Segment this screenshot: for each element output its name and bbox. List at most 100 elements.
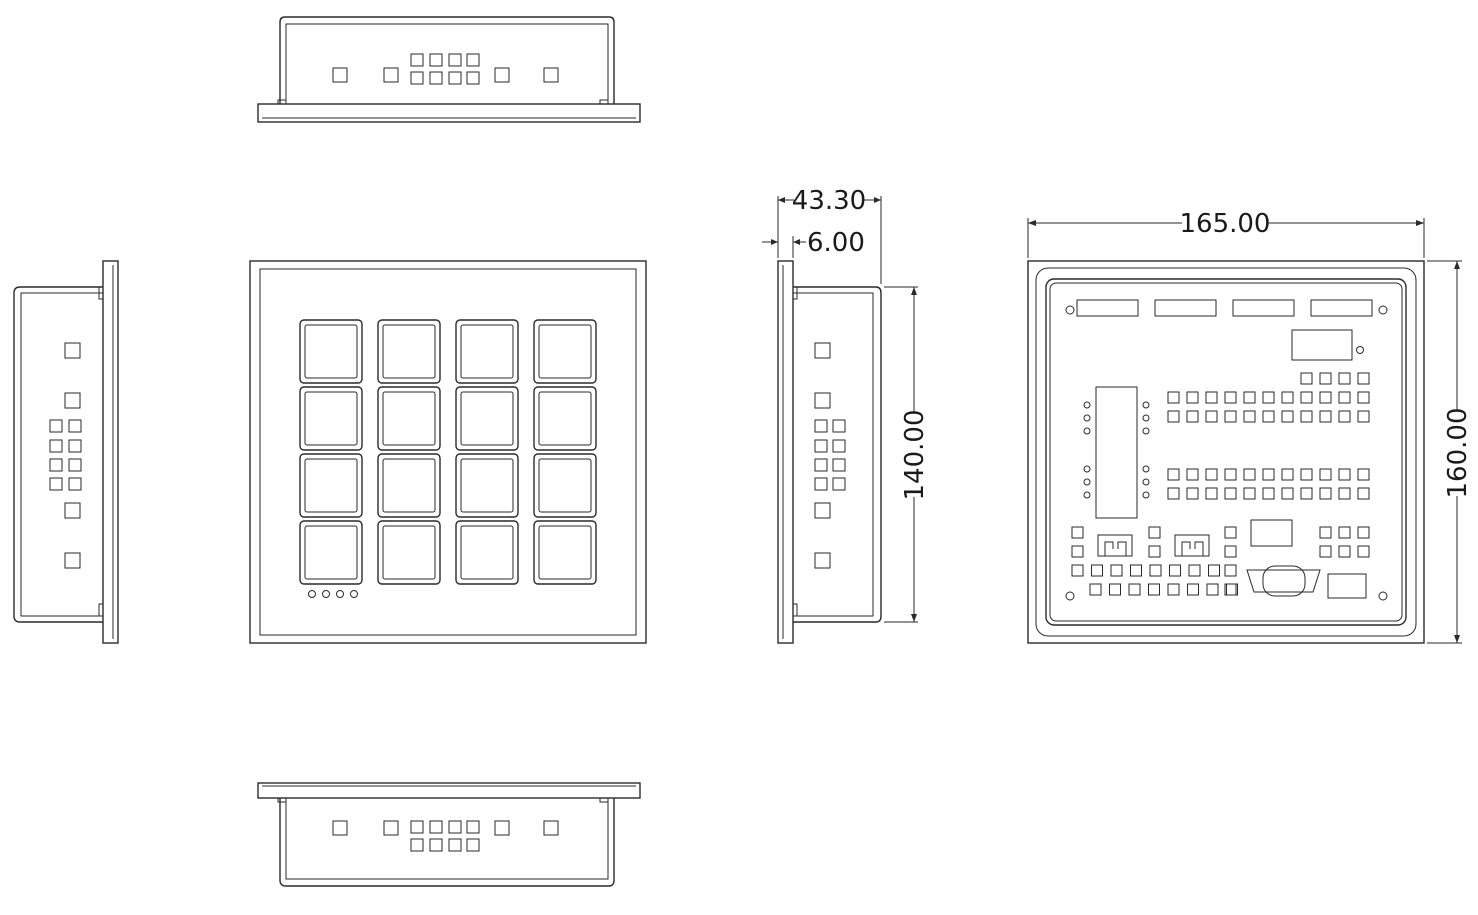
io-square: [1319, 391, 1332, 404]
port-square: [466, 838, 480, 852]
io-square: [1208, 564, 1220, 577]
chip-pin: [1083, 491, 1091, 499]
port-square: [64, 392, 81, 409]
io-square: [1089, 583, 1102, 596]
key-inner: [304, 458, 358, 513]
chip-pin: [1083, 427, 1091, 435]
port-square: [429, 53, 443, 67]
key-button: [533, 319, 597, 384]
port-square: [448, 53, 462, 67]
chip-pin: [1142, 427, 1150, 435]
port-square: [68, 458, 82, 472]
io-square: [1357, 391, 1370, 404]
mounting-hole: [1065, 591, 1075, 601]
key-outer: [455, 386, 519, 451]
key-button: [533, 453, 597, 518]
key-outer: [455, 520, 519, 585]
io-square: [1224, 526, 1237, 539]
port-square: [410, 820, 424, 834]
port-square: [543, 820, 559, 836]
io-square: [1188, 564, 1201, 577]
port-square: [466, 71, 480, 85]
key-button: [377, 386, 441, 451]
io-square: [1224, 545, 1237, 558]
io-square: [1167, 583, 1180, 596]
io-square: [1149, 564, 1162, 577]
mounting-hole: [1378, 305, 1388, 315]
io-square: [1338, 468, 1351, 481]
terminal-connector: [1310, 299, 1373, 317]
key-outer: [533, 386, 597, 451]
io-square: [1300, 487, 1313, 500]
key-button: [377, 520, 441, 585]
keypad-grid: [299, 319, 597, 585]
io-square: [1357, 526, 1370, 539]
key-outer: [533, 520, 597, 585]
io-square: [1148, 583, 1160, 596]
chip-pin: [1142, 401, 1150, 409]
key-inner: [382, 324, 436, 379]
io-square: [1281, 468, 1294, 481]
key-button: [533, 520, 597, 585]
chip-pin: [1142, 491, 1150, 499]
key-outer: [299, 520, 363, 585]
port-square: [814, 502, 831, 519]
bezel-dimension: 6.00: [762, 228, 865, 258]
key-inner: [460, 525, 514, 580]
key-inner: [382, 525, 436, 580]
port-square: [410, 71, 424, 85]
db9-shell: [1262, 565, 1306, 597]
io-square: [1167, 391, 1180, 404]
key-inner: [304, 324, 358, 379]
chip-pin: [1142, 465, 1150, 473]
top-view-ports: [332, 53, 559, 85]
port-square: [332, 67, 348, 83]
led-indicator: [350, 590, 358, 598]
port-square: [383, 820, 399, 836]
relay-block: [1097, 534, 1133, 557]
right-side-view: 43.30 6.00 140.00: [762, 186, 930, 644]
module-block: [1250, 519, 1293, 547]
key-button: [299, 319, 363, 384]
io-square: [1205, 391, 1218, 404]
key-inner: [538, 391, 592, 446]
bottom-view-ports: [332, 820, 559, 852]
io-square: [1281, 487, 1294, 500]
port-square: [832, 458, 846, 472]
io-square: [1224, 410, 1237, 423]
io-square: [1071, 526, 1084, 539]
key-outer: [377, 386, 441, 451]
io-square: [1186, 468, 1199, 481]
terminal-connector: [1076, 299, 1139, 317]
port-square: [814, 552, 831, 569]
port-square: [466, 820, 480, 834]
port-square: [49, 477, 63, 491]
key-button: [455, 453, 519, 518]
io-square: [1300, 372, 1313, 385]
key-outer: [455, 453, 519, 518]
port-square: [543, 67, 559, 83]
db9-connector: [1246, 569, 1321, 593]
io-square: [1071, 564, 1084, 577]
io-square: [1130, 564, 1142, 577]
io-square: [1262, 487, 1275, 500]
port-square: [448, 71, 462, 85]
port-square: [68, 439, 82, 453]
key-inner: [382, 391, 436, 446]
port-square: [49, 419, 63, 433]
depth-dimension: 43.30: [777, 186, 882, 284]
rear-view: 165.00 160.00: [1027, 209, 1473, 644]
key-button: [299, 520, 363, 585]
io-square: [1262, 410, 1275, 423]
led-indicator: [322, 590, 330, 598]
io-square: [1319, 410, 1332, 423]
key-outer: [377, 520, 441, 585]
key-button: [455, 520, 519, 585]
io-square: [1205, 410, 1218, 423]
io-square: [1148, 545, 1161, 558]
io-square: [1091, 564, 1103, 577]
status-leds: [308, 590, 358, 598]
io-square: [1167, 487, 1180, 500]
port-square: [814, 439, 828, 453]
port-square: [429, 71, 443, 85]
